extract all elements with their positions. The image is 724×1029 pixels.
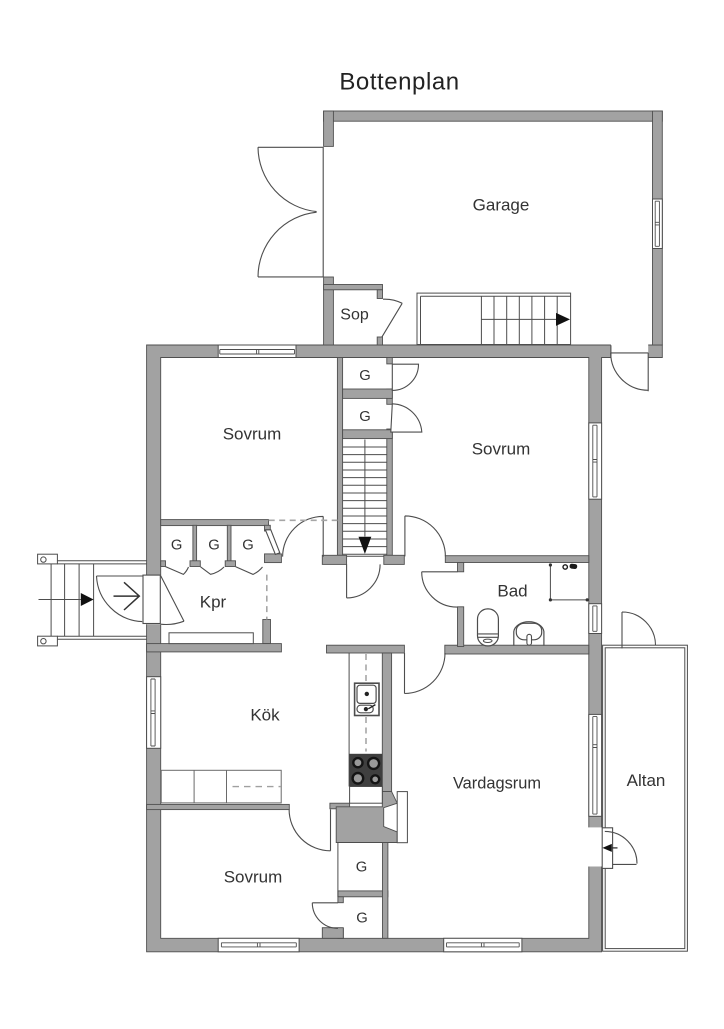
svg-text:G: G bbox=[359, 409, 371, 425]
svg-text:G: G bbox=[359, 368, 371, 384]
svg-text:G: G bbox=[356, 911, 368, 927]
svg-text:Sovrum: Sovrum bbox=[224, 868, 283, 887]
svg-text:Sovrum: Sovrum bbox=[472, 440, 531, 459]
svg-text:G: G bbox=[242, 537, 254, 553]
svg-text:G: G bbox=[208, 537, 220, 553]
svg-text:Kpr: Kpr bbox=[200, 593, 227, 612]
svg-text:Sop: Sop bbox=[340, 307, 369, 324]
svg-text:G: G bbox=[171, 537, 183, 553]
svg-text:Garage: Garage bbox=[473, 196, 530, 215]
svg-text:Sovrum: Sovrum bbox=[223, 425, 282, 444]
svg-text:G: G bbox=[356, 860, 368, 876]
svg-text:Vardagsrum: Vardagsrum bbox=[453, 775, 541, 793]
svg-text:Bad: Bad bbox=[497, 582, 527, 601]
svg-text:Kök: Kök bbox=[250, 706, 280, 725]
svg-text:Bottenplan: Bottenplan bbox=[339, 69, 459, 96]
svg-text:Altan: Altan bbox=[627, 771, 666, 790]
